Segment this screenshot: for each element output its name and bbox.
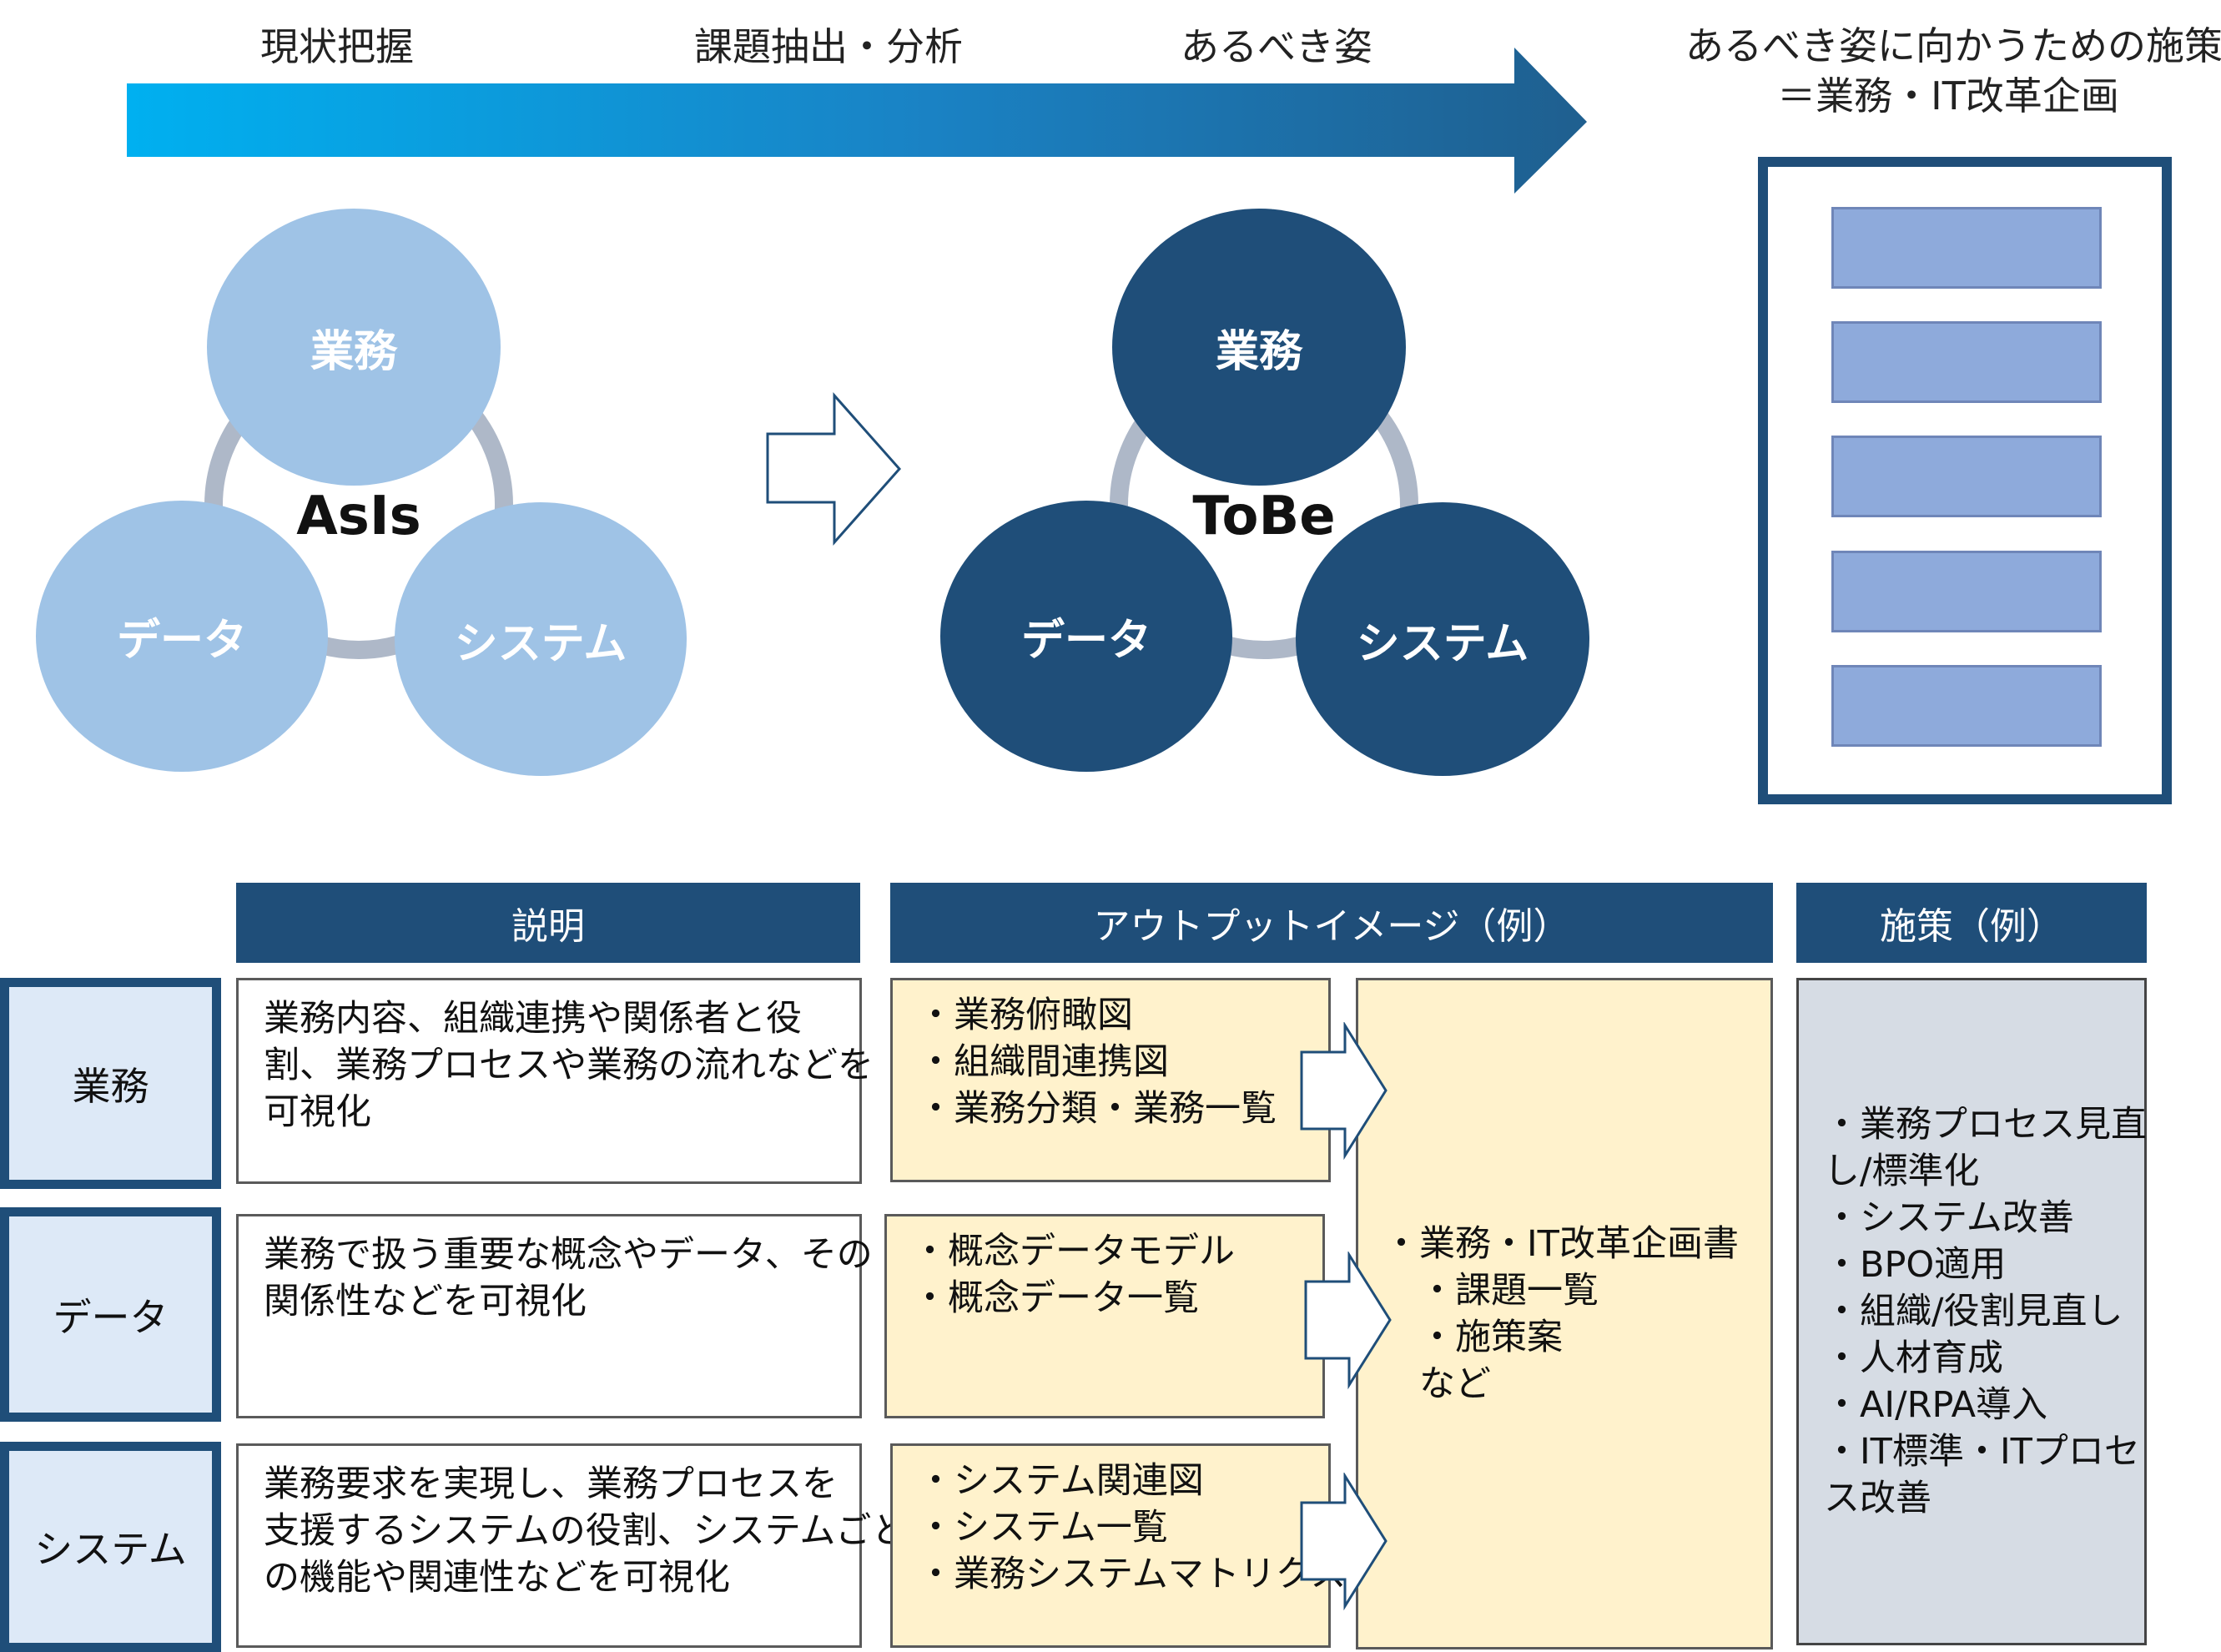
row-arrow-business bbox=[1300, 1022, 1387, 1161]
measure-item: ス改善 bbox=[1824, 1478, 1931, 1519]
plan-item bbox=[1831, 551, 2102, 632]
description-line: 可視化 bbox=[264, 1091, 371, 1133]
measure-item: し/標準化 bbox=[1824, 1151, 1980, 1192]
process-arrow bbox=[127, 48, 1587, 194]
merged-output-line: など bbox=[1383, 1362, 1491, 1405]
asis-circle-system: システム bbox=[395, 502, 687, 776]
header-measures: 施策（例） bbox=[1796, 883, 2147, 963]
step-current-state: 現状把握 bbox=[260, 24, 414, 69]
row-arrow-data bbox=[1304, 1252, 1392, 1390]
measure-item: ・IT標準・ITプロセ bbox=[1824, 1431, 2140, 1473]
output-merged: ・業務・IT改革企画書 ・課題一覧 ・施策案 など bbox=[1356, 978, 1773, 1649]
row-head-business: 業務 bbox=[0, 978, 221, 1189]
header-output: アウトプットイメージ（例） bbox=[890, 883, 1773, 963]
header-description: 説明 bbox=[236, 883, 860, 963]
goal-title-line1: あるべき姿に向かうための施策 bbox=[1685, 23, 2221, 68]
merged-output-line: ・課題一覧 bbox=[1383, 1269, 1599, 1312]
output-business: ・業務俯瞰図 ・組織間連携図 ・業務分類・業務一覧 bbox=[890, 978, 1331, 1182]
output-system: ・システム関連図 ・システム一覧 ・業務システムマトリクス bbox=[890, 1443, 1347, 1648]
measure-item: ・AI/RPA導入 bbox=[1824, 1384, 2048, 1426]
tobe-circle-business: 業務 bbox=[1112, 209, 1406, 486]
plan-item bbox=[1831, 207, 2102, 289]
row-head-system: システム bbox=[0, 1442, 221, 1652]
output-item: ・システム一覧 bbox=[918, 1507, 1168, 1549]
measure-item: ・組織/役割見直し bbox=[1824, 1291, 2123, 1332]
output-item: ・業務俯瞰図 bbox=[918, 995, 1133, 1036]
measure-item: ・業務プロセス見直 bbox=[1824, 1104, 2147, 1146]
goal-title: あるべき姿に向かうための施策 ＝業務・IT改革企画 bbox=[1685, 21, 2221, 121]
measures-box: ・業務プロセス見直 し/標準化 ・システム改善 ・BPO適用 ・組織/役割見直し… bbox=[1796, 978, 2147, 1645]
asis-label: AsIs bbox=[296, 486, 421, 547]
plan-item bbox=[1831, 665, 2102, 747]
step-issue-analysis: 課題抽出・分析 bbox=[694, 24, 963, 69]
measure-item: ・人材育成 bbox=[1824, 1337, 2003, 1379]
row-head-data: データ bbox=[0, 1207, 221, 1422]
description-line: 業務内容、組織連携や関係者と役 bbox=[264, 998, 802, 1040]
asis-circle-business: 業務 bbox=[207, 209, 501, 486]
output-item: ・業務システムマトリクス bbox=[918, 1554, 1347, 1595]
measure-item: ・システム改善 bbox=[1824, 1197, 2074, 1239]
plan-item bbox=[1831, 321, 2102, 403]
description-business: 業務内容、組織連携や関係者と役 割、業務プロセスや業務の流れなどを 可視化 bbox=[236, 978, 874, 1184]
description-line: 業務要求を実現し、業務プロセスを bbox=[264, 1463, 838, 1505]
description-line: 割、業務プロセスや業務の流れなどを bbox=[264, 1045, 874, 1086]
output-item: ・概念データモデル bbox=[912, 1231, 1235, 1272]
description-line: 関係性などを可視化 bbox=[264, 1281, 587, 1322]
output-item: ・システム関連図 bbox=[918, 1460, 1204, 1502]
description-line: 業務で扱う重要な概念やデータ、その bbox=[264, 1234, 873, 1276]
description-line: の機能や関連性などを可視化 bbox=[264, 1557, 730, 1599]
output-item: ・業務分類・業務一覧 bbox=[918, 1088, 1277, 1130]
asis-circle-data: データ bbox=[36, 501, 328, 772]
tobe-circle-data: データ bbox=[940, 501, 1232, 772]
measure-item: ・BPO適用 bbox=[1824, 1244, 2007, 1286]
description-system: 業務要求を実現し、業務プロセスを 支援するシステムの役割、システムごと の機能や… bbox=[236, 1443, 908, 1648]
description-line: 支援するシステムの役割、システムごと bbox=[264, 1510, 908, 1552]
output-item: ・組織間連携図 bbox=[918, 1041, 1169, 1083]
transition-arrow bbox=[766, 392, 902, 546]
row-arrow-system bbox=[1300, 1473, 1387, 1611]
merged-output-line: ・業務・IT改革企画書 bbox=[1383, 1222, 1739, 1265]
output-data: ・概念データモデル ・概念データ一覧 bbox=[884, 1214, 1325, 1418]
merged-output-line: ・施策案 bbox=[1383, 1316, 1563, 1358]
description-data: 業務で扱う重要な概念やデータ、その 関係性などを可視化 bbox=[236, 1214, 873, 1418]
step-target-state: あるべき姿 bbox=[1181, 24, 1372, 69]
tobe-circle-system: システム bbox=[1296, 502, 1589, 776]
output-item: ・概念データ一覧 bbox=[912, 1277, 1199, 1319]
goal-title-line2: ＝業務・IT改革企画 bbox=[1777, 73, 2119, 118]
plan-item bbox=[1831, 436, 2102, 517]
tobe-label: ToBe bbox=[1192, 486, 1336, 547]
